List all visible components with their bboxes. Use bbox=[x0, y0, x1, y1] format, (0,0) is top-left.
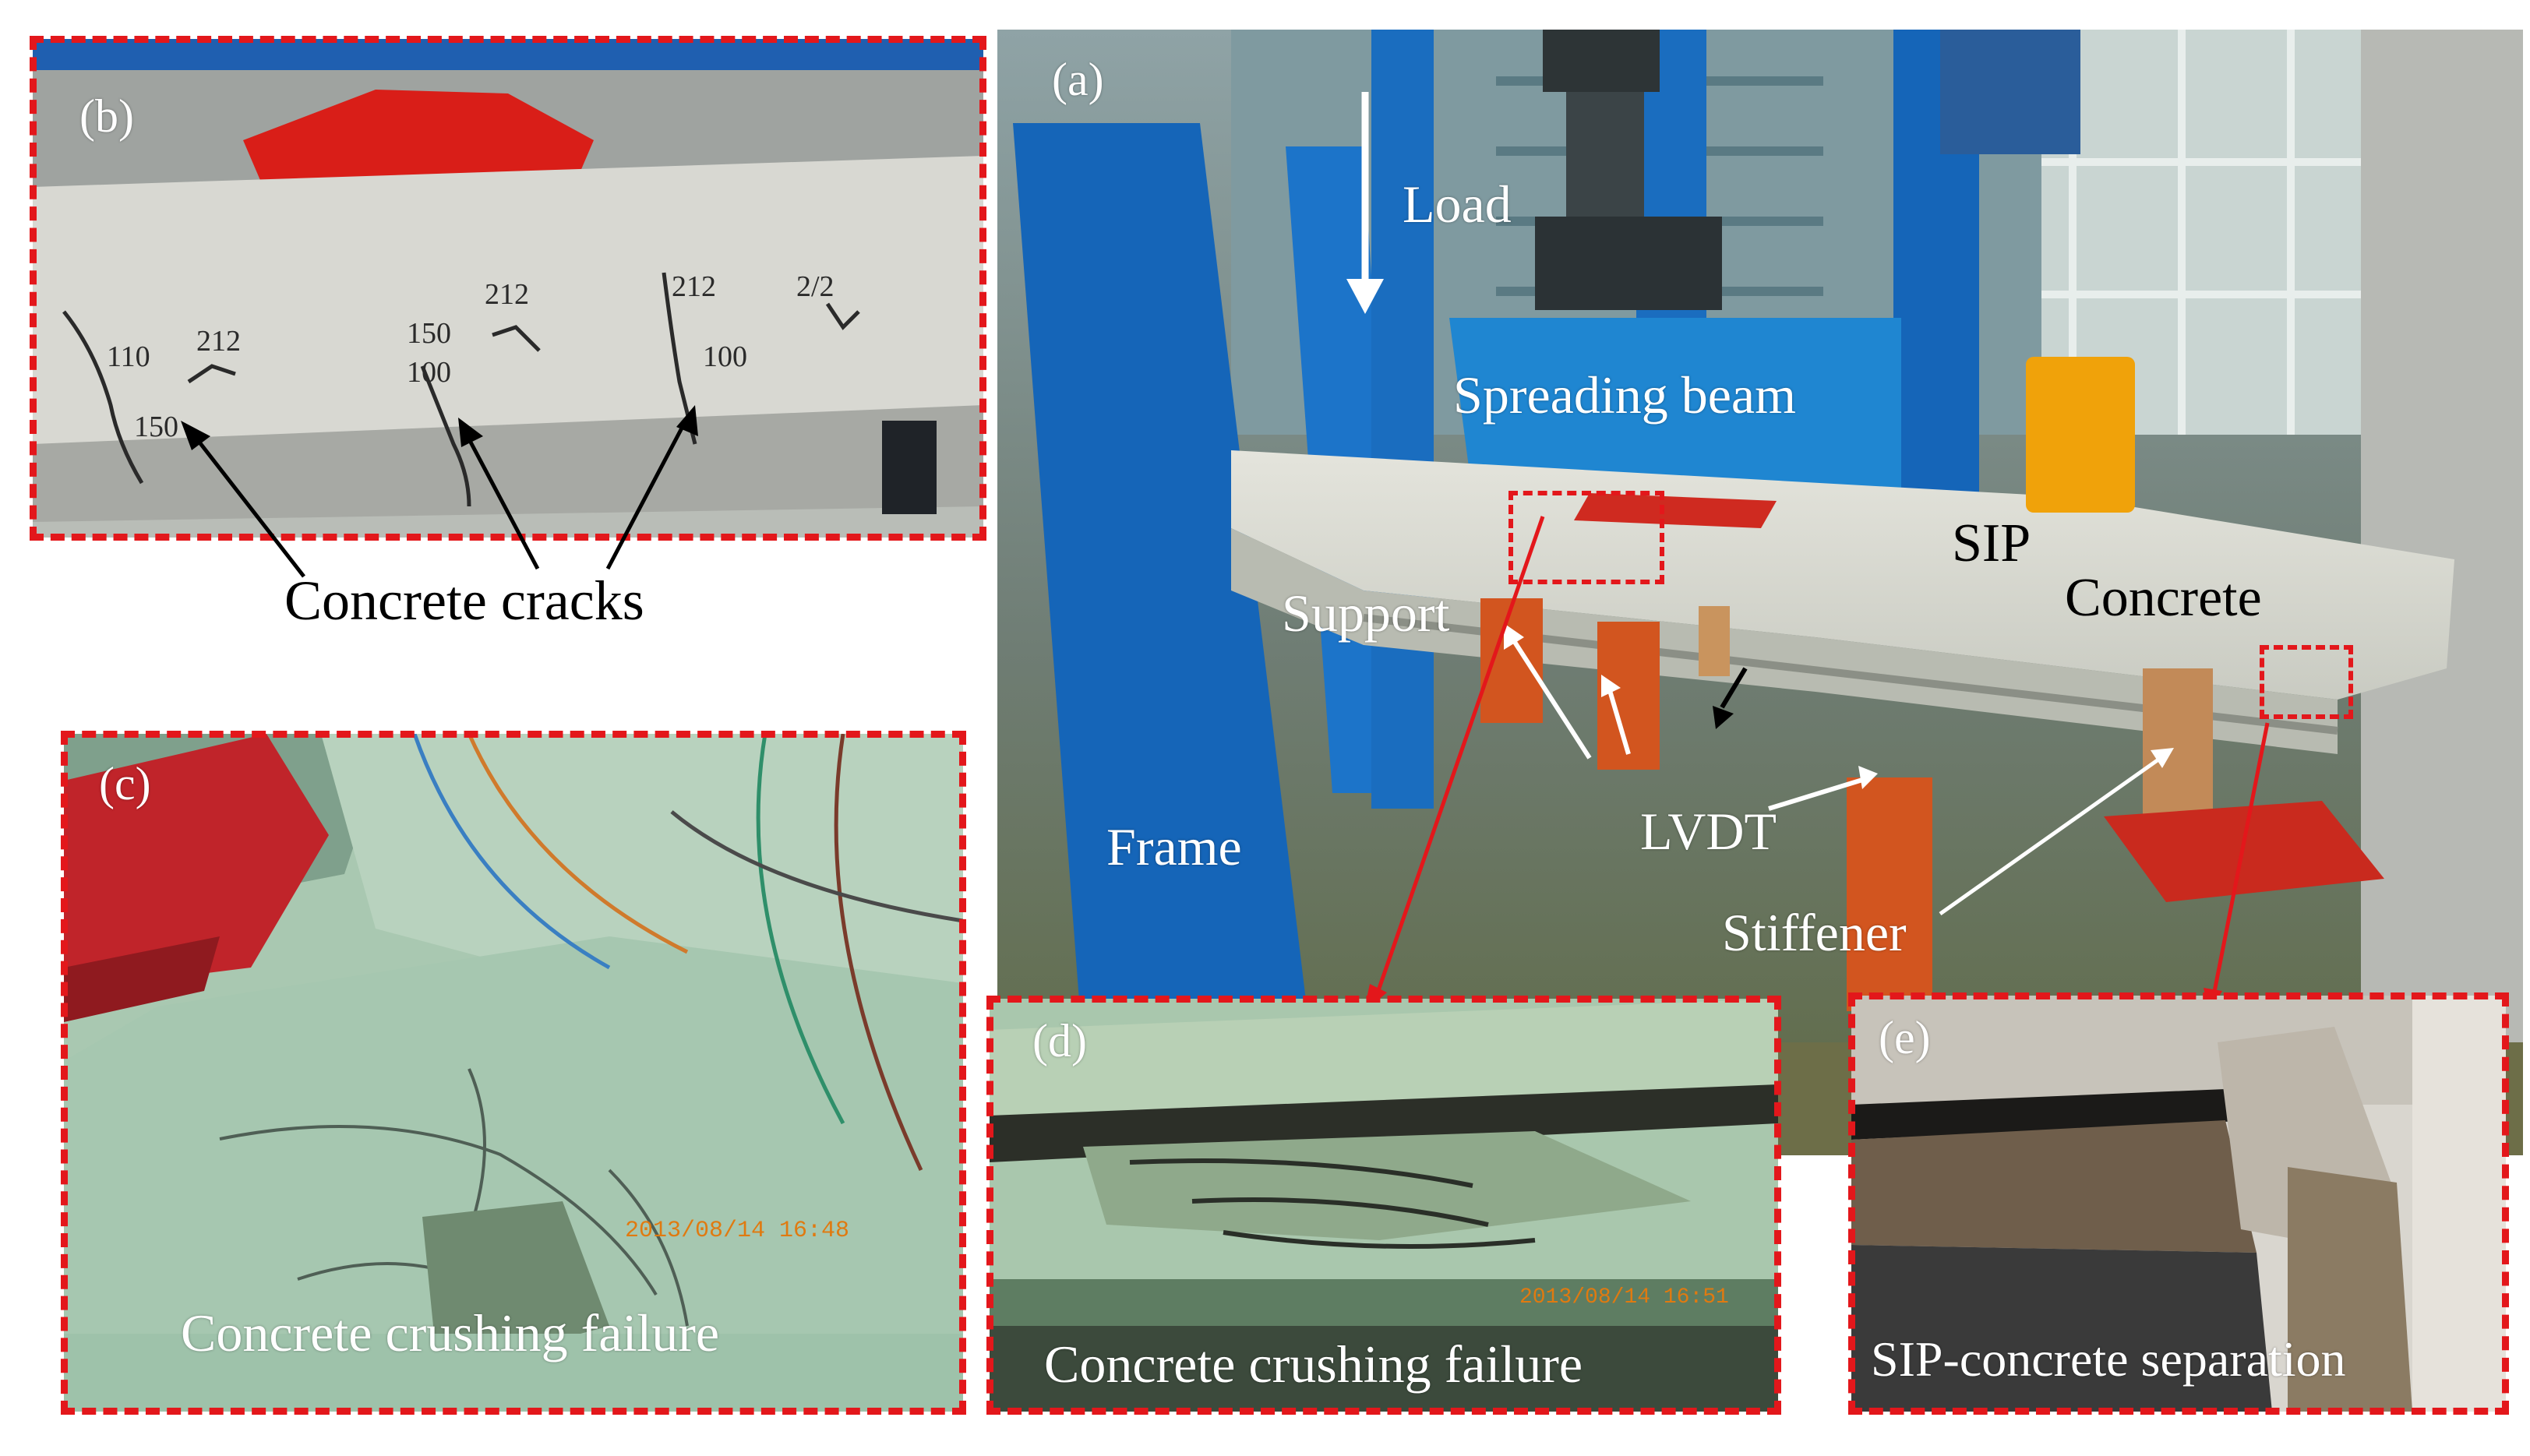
crack-mark-7: 212 bbox=[672, 270, 716, 303]
panel-e-letter: (e) bbox=[1879, 1012, 1931, 1063]
crushing-closeup-d: 2013/08/14 16:51 bbox=[990, 999, 1778, 1412]
panel-c-caption: Concrete crushing failure bbox=[181, 1303, 720, 1363]
panel-d-photo: 2013/08/14 16:51 (d) Concrete crushing f… bbox=[990, 999, 1778, 1412]
label-stiffener: Stiffener bbox=[1722, 903, 1907, 962]
crack-mark-4: 150 bbox=[407, 317, 451, 350]
panel-b-letter: (b) bbox=[79, 90, 134, 142]
panel-b-caption: Concrete cracks bbox=[284, 569, 644, 632]
separation-closeup-e bbox=[1851, 996, 2506, 1412]
label-lvdt: LVDT bbox=[1640, 802, 1777, 861]
panel-a-letter: (a) bbox=[1052, 54, 1104, 105]
crack-mark-3: 150 bbox=[134, 411, 178, 443]
crack-mark-2: 212 bbox=[196, 325, 241, 358]
test-setup-illustration bbox=[997, 30, 2523, 1155]
panel-a-photo: (a) Load Spreading beam Support SIP Conc… bbox=[997, 30, 2523, 1155]
crack-mark-9: 100 bbox=[703, 340, 747, 373]
label-support: Support bbox=[1282, 583, 1450, 643]
label-spreading-beam: Spreading beam bbox=[1453, 365, 1796, 425]
panel-b-photo: 110 212 150 150 212 100 212 2/2 100 (b) bbox=[33, 39, 983, 538]
crack-mark-8: 2/2 bbox=[796, 270, 835, 303]
crack-mark-1: 110 bbox=[107, 340, 150, 373]
crack-mark-5: 212 bbox=[485, 278, 529, 311]
panel-d-caption: Concrete crushing failure bbox=[1044, 1334, 1583, 1394]
crack-mark-6: 100 bbox=[407, 356, 451, 389]
label-sip: SIP bbox=[1952, 513, 2031, 573]
panel-e-caption: SIP-concrete separation bbox=[1871, 1331, 2346, 1387]
timestamp-d: 2013/08/14 16:51 bbox=[1519, 1285, 1729, 1310]
label-load: Load bbox=[1403, 175, 1512, 234]
panel-d-letter: (d) bbox=[1032, 1015, 1087, 1066]
crushing-closeup-c: 2013/08/14 16:48 bbox=[64, 734, 963, 1412]
panel-c-letter: (c) bbox=[99, 758, 151, 809]
panel-c-photo: 2013/08/14 16:48 (c) Concrete crushing f… bbox=[64, 734, 963, 1412]
timestamp-c: 2013/08/14 16:48 bbox=[625, 1218, 849, 1244]
crack-closeup-illustration: 110 212 150 150 212 100 212 2/2 100 bbox=[33, 39, 983, 538]
label-concrete: Concrete bbox=[2065, 568, 2262, 628]
panel-e-photo: (e) SIP-concrete separation bbox=[1851, 996, 2506, 1412]
label-frame: Frame bbox=[1106, 817, 1242, 876]
